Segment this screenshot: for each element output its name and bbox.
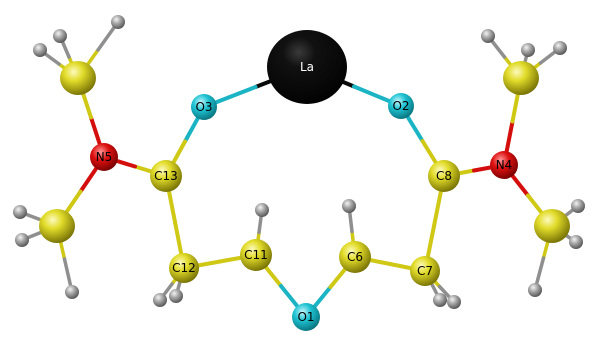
atom-la: La: [267, 30, 347, 104]
atom-label: N5: [96, 150, 113, 164]
hydrogen-atom: [342, 199, 356, 213]
hydrogen-atom: [15, 233, 29, 247]
atom-sphere: [191, 94, 217, 120]
hydrogen-atom: [111, 15, 125, 29]
atom-me5b: [39, 209, 75, 243]
atom-c13: C13: [150, 160, 182, 192]
atom-c8: C8: [428, 160, 460, 192]
atom-label: C6: [347, 250, 363, 264]
atom-sphere: [90, 143, 118, 171]
atom-label: N4: [496, 158, 513, 172]
atom-sphere: [534, 209, 570, 243]
hydrogen-atom: [33, 43, 47, 57]
atom-o2: O2: [388, 93, 414, 119]
atom-o1: O1: [292, 303, 320, 331]
hydrogen-atom: [553, 41, 567, 55]
atom-c7: C7: [410, 256, 440, 286]
atom-me4b: [534, 209, 570, 243]
atom-sphere: [150, 160, 182, 192]
atom-c12: C12: [169, 253, 199, 283]
atom-c11: C11: [240, 239, 272, 271]
atom-label: La: [300, 60, 314, 74]
atom-sphere: [60, 61, 96, 95]
atom-n4: N4: [490, 151, 518, 179]
hydrogen-atom: [481, 29, 495, 43]
atom-label: O1: [297, 310, 314, 324]
hydrogen-atom: [571, 199, 585, 213]
hydrogen-atom: [53, 29, 67, 43]
hydrogen-atom: [528, 283, 542, 297]
atom-label: O3: [195, 100, 212, 114]
atom-label: C8: [436, 169, 452, 183]
atom-me5a: [60, 61, 96, 95]
atom-sphere: [410, 256, 440, 286]
atom-me4a: [503, 61, 539, 95]
hydrogen-atom: [255, 203, 269, 217]
hydrogen-atom: [65, 285, 79, 299]
hydrogen-atom: [569, 235, 583, 249]
atom-n5: N5: [90, 143, 118, 171]
atom-label: C11: [244, 248, 268, 262]
hydrogen-atom: [169, 289, 183, 303]
atom-sphere: [169, 253, 199, 283]
hydrogen-atom: [521, 43, 535, 57]
atom-label: O2: [392, 99, 409, 113]
atom-sphere: [490, 151, 518, 179]
atom-sphere: [388, 93, 414, 119]
atom-sphere: [240, 239, 272, 271]
atom-sphere: [267, 30, 347, 104]
atom-label: C7: [417, 264, 433, 278]
atom-label: C12: [172, 261, 196, 275]
hydrogen-atom-layer: [13, 15, 585, 309]
atom-sphere: [39, 209, 75, 243]
atom-sphere: [428, 160, 460, 192]
atom-sphere: [339, 241, 371, 273]
atom-o3: O3: [191, 94, 217, 120]
atom-sphere: [503, 61, 539, 95]
hydrogen-atom: [153, 293, 167, 307]
hydrogen-atom: [13, 205, 27, 219]
atom-c6: C6: [339, 241, 371, 273]
bond-layer: [55, 65, 554, 319]
atom-sphere: [292, 303, 320, 331]
hydrogen-atom: [447, 295, 461, 309]
hydrogen-atom: [433, 293, 447, 307]
atom-label: C13: [154, 169, 178, 183]
